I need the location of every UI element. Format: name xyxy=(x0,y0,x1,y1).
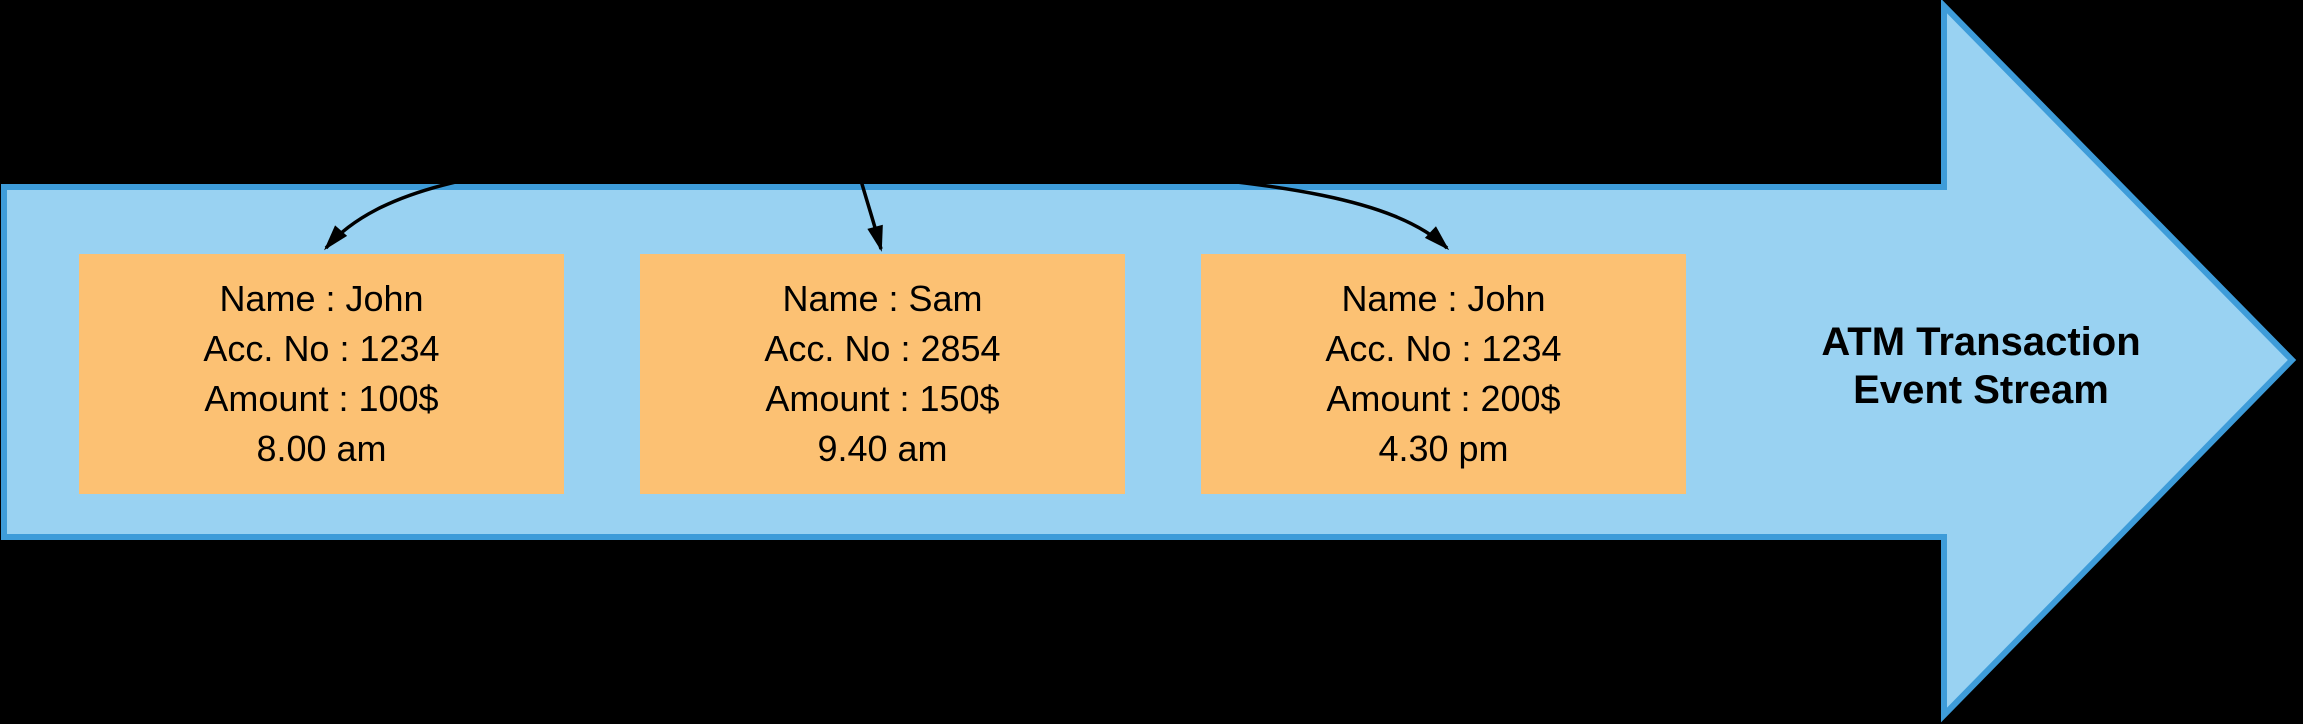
event-1-time: 8.00 am xyxy=(256,428,387,469)
stream-label: ATM Transaction Event Stream xyxy=(1731,318,2231,414)
event-card-3: Name : John Acc. No : 1234 Amount : 200$… xyxy=(1201,254,1686,494)
event-1-account: Acc. No : 1234 xyxy=(203,328,440,369)
event-2-amount: Amount : 150$ xyxy=(765,378,1000,419)
event-3-amount: Amount : 200$ xyxy=(1326,378,1561,419)
event-3-account: Acc. No : 1234 xyxy=(1325,328,1562,369)
event-2-time: 9.40 am xyxy=(817,428,948,469)
event-3-name: Name : John xyxy=(1341,278,1546,319)
stream-label-line-2: Event Stream xyxy=(1853,368,2109,412)
event-3-time: 4.30 pm xyxy=(1378,428,1509,469)
event-card-1: Name : John Acc. No : 1234 Amount : 100$… xyxy=(79,254,564,494)
stream-label-line-1: ATM Transaction xyxy=(1821,320,2141,364)
event-card-2: Name : Sam Acc. No : 2854 Amount : 150$ … xyxy=(640,254,1125,494)
event-1-amount: Amount : 100$ xyxy=(204,378,439,419)
event-2-account: Acc. No : 2854 xyxy=(764,328,1001,369)
event-2-name: Name : Sam xyxy=(782,278,983,319)
event-1-name: Name : John xyxy=(219,278,424,319)
